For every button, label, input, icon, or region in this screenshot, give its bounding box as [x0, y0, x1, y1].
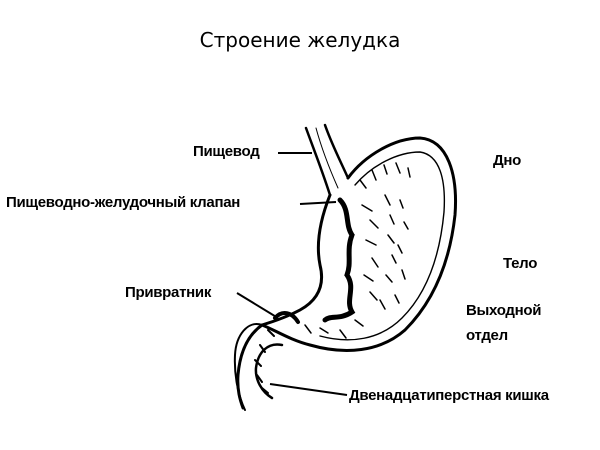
- label-fundus: Дно: [493, 152, 522, 169]
- pylorus-leader: [236, 292, 279, 319]
- mucosa-folds: [254, 162, 411, 394]
- duodenum-leader: [269, 383, 348, 396]
- stomach-outer-wall: [236, 136, 457, 410]
- stomach-inner-wall: [260, 193, 332, 327]
- label-body: Тело: [503, 255, 538, 272]
- label-pylorus: Привратник: [125, 284, 212, 301]
- esophagus-shape: [304, 126, 332, 197]
- label-outlet-line1: Выходной: [466, 302, 542, 319]
- valve-leader: [299, 201, 337, 205]
- page-title: Строение желудка: [199, 28, 401, 52]
- label-duodenum: Двенадцатиперстная кишка: [349, 387, 549, 404]
- label-outlet-line2: отдел: [466, 327, 508, 344]
- duodenum-shape: [233, 323, 263, 411]
- label-esophagus: Пищевод: [193, 143, 260, 160]
- label-valve: Пищеводно-желудочный клапан: [6, 194, 241, 211]
